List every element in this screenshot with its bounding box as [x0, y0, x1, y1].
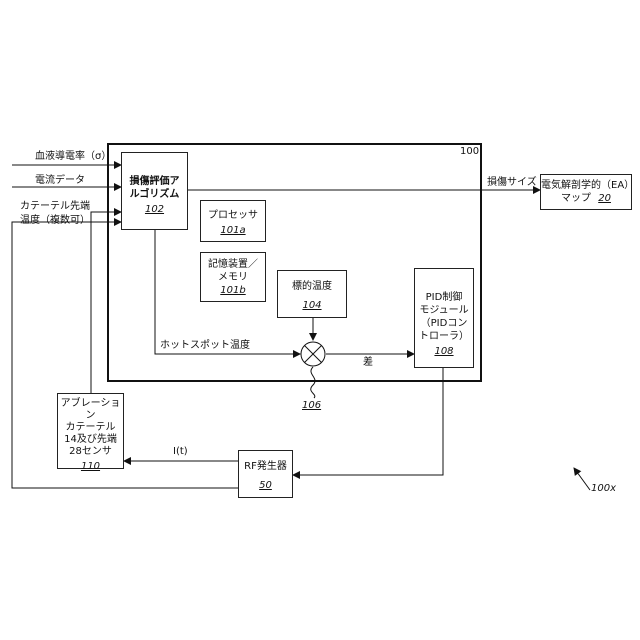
lesion-size-label: 損傷サイズ [487, 176, 537, 189]
ablation-catheter-box: アブレーション カテーテル 14及び先端 28センサ 110 [57, 393, 124, 469]
lesion-algorithm-box: 損傷評価ア ルゴリズム 102 [121, 152, 188, 230]
memory-box: 記憶装置／ メモリ 101b [200, 252, 266, 302]
algorithm-ref: 102 [122, 203, 187, 216]
algorithm-label-1: 損傷評価ア [122, 175, 187, 188]
pid-label-4: トローラ） [415, 330, 473, 343]
ea-map-label-1: 電気解剖学的（EA） [541, 179, 631, 192]
ea-map-ref: 20 [598, 193, 611, 204]
target-temp-label: 標的温度 [278, 280, 346, 293]
current-it-label: I(t) [173, 445, 188, 458]
memory-label-1: 記憶装置／ [201, 258, 265, 271]
comparator-ref: 106 [302, 399, 321, 412]
memory-ref: 101b [201, 284, 265, 297]
processor-ref: 101a [201, 224, 265, 237]
figure-ref: 100x [591, 482, 616, 495]
processor-label: プロセッサ [201, 209, 265, 222]
pid-label-3: （PIDコン [415, 317, 473, 330]
input-catheter-temp-2: 温度（複数可） [20, 214, 90, 227]
rf-generator-box: RF発生器 50 [238, 450, 293, 498]
figure-pointer [574, 468, 590, 490]
pid-controller-box: PID制御 モジュール （PIDコン トローラ） 108 [414, 268, 474, 368]
processor-box: プロセッサ 101a [200, 200, 266, 242]
algorithm-label-2: ルゴリズム [122, 188, 187, 201]
input-blood-conductivity: 血液導電率（σ） [35, 150, 111, 163]
difference-label: 差 [363, 356, 373, 369]
system-ref: 100 [460, 145, 479, 158]
pid-label-1: PID制御 [415, 291, 473, 304]
pid-ref: 108 [415, 345, 473, 358]
arrow-pid-to-rf [293, 368, 443, 475]
ablation-ref: 110 [58, 461, 123, 473]
ablation-label-2: カテーテル [58, 422, 123, 434]
ea-map-label-2: マップ [561, 193, 591, 204]
ea-map-box: 電気解剖学的（EA） マップ 20 [540, 174, 632, 210]
memory-label-2: メモリ [201, 271, 265, 284]
input-catheter-temp-1: カテーテル先端 [20, 200, 90, 213]
ablation-label-1: アブレーション [58, 398, 123, 422]
ea-map-label-row: マップ 20 [541, 192, 631, 205]
hotspot-temp-label: ホットスポット温度 [160, 339, 250, 352]
target-temp-box: 標的温度 104 [277, 270, 347, 318]
ablation-label-4: 28センサ [58, 446, 123, 458]
rf-label: RF発生器 [239, 460, 292, 473]
pid-label-2: モジュール [415, 304, 473, 317]
ablation-label-3: 14及び先端 [58, 434, 123, 446]
rf-ref: 50 [239, 479, 292, 492]
target-temp-ref: 104 [278, 299, 346, 312]
input-current-data: 電流データ [35, 174, 85, 187]
